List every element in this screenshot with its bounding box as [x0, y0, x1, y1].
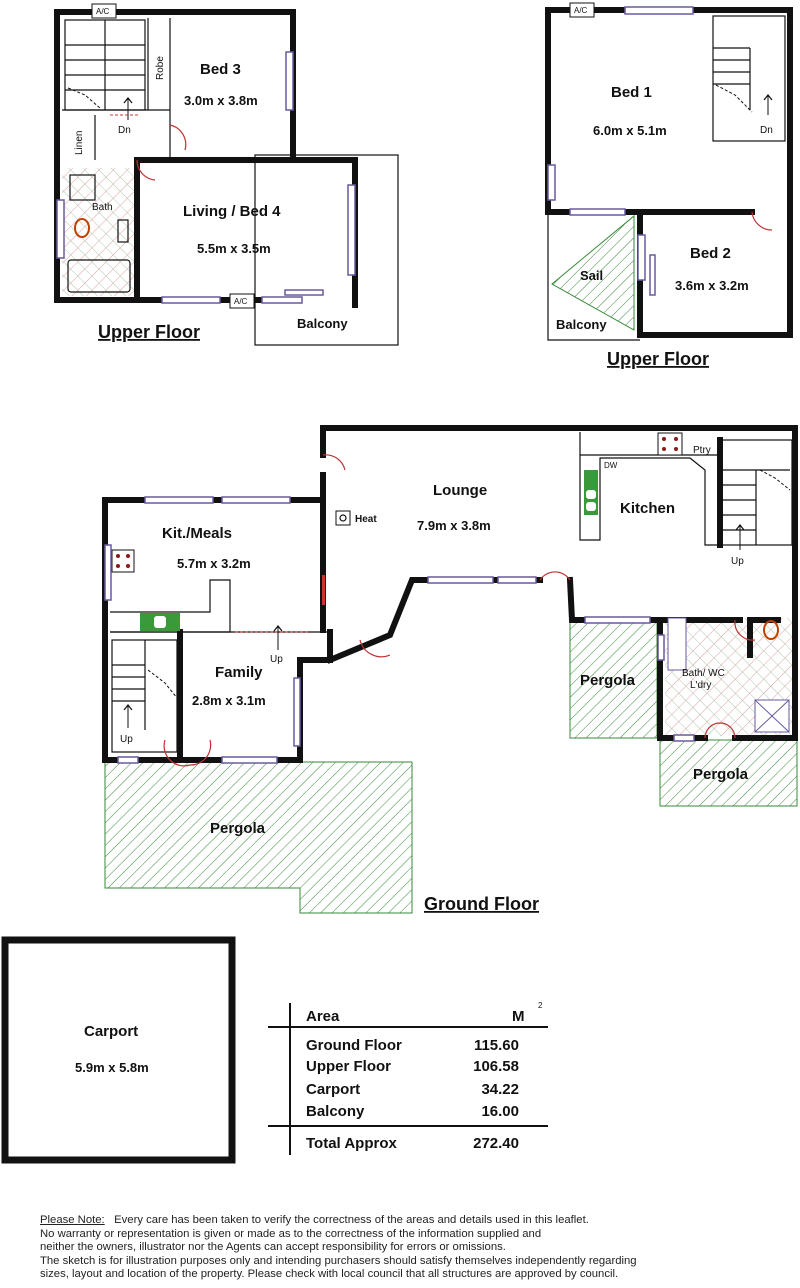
room-label-family: Family: [215, 664, 263, 681]
sail-label: Sail: [580, 268, 603, 283]
pergola-label: Pergola: [693, 766, 749, 783]
bath-tiles: [62, 168, 137, 296]
area-row-value: 34.22: [481, 1081, 519, 1098]
stairs-left: [64, 19, 146, 120]
ground-floor: Lounge 7.9m x 3.8m Kitchen DW Ptry Kit./…: [102, 425, 798, 914]
ac-label: A/C: [234, 297, 248, 306]
room-label-living: Living / Bed 4: [183, 203, 281, 220]
area-row-label: Ground Floor: [306, 1037, 402, 1054]
disclaimer-line: Every care has been taken to verify the …: [114, 1214, 589, 1226]
ground-floor-title: Ground Floor: [424, 894, 539, 914]
pergola-label: Pergola: [210, 820, 266, 837]
sail-shade: [551, 214, 635, 331]
area-row-label: Balcony: [306, 1103, 365, 1120]
room-label-bed2: Bed 2: [690, 245, 731, 262]
disclaimer-line: neither the owners, illustrator nor the …: [40, 1241, 506, 1253]
room-dims-bed2: 3.6m x 3.2m: [675, 278, 749, 293]
area-row-value: 115.60: [474, 1037, 519, 1054]
stairs-lounge: [719, 439, 793, 550]
room-label-bath: Bath: [92, 202, 113, 213]
area-table: Area M 2 Ground Floor 115.60 Upper Floor…: [268, 1001, 548, 1155]
pergola-right-2: [659, 739, 798, 807]
linen-label: Linen: [74, 131, 85, 155]
disclaimer-line: The sketch is for illustration purposes …: [40, 1254, 637, 1267]
room-label-carport: Carport: [84, 1023, 138, 1040]
stairs-up-label: Up: [270, 654, 283, 665]
ac-label: A/C: [96, 7, 110, 16]
unit-superscript: 2: [538, 1001, 543, 1010]
room-dims-lounge: 7.9m x 3.8m: [417, 518, 491, 533]
carport: Carport 5.9m x 5.8m: [1, 936, 236, 1164]
upper-floor-right-title: Upper Floor: [607, 349, 709, 369]
area-row-value: 16.00: [481, 1103, 519, 1120]
room-dims-family: 2.8m x 3.1m: [192, 693, 266, 708]
heater-label: Heat: [355, 514, 377, 525]
disclaimer-heading: Please Note:: [40, 1214, 105, 1226]
stairs-family: [111, 639, 178, 753]
pergola-label: Pergola: [580, 672, 636, 689]
pergola-main: [104, 761, 413, 914]
room-dims-bed3: 3.0m x 3.8m: [184, 93, 258, 108]
disclaimer-line: sizes, layout and location of the proper…: [40, 1268, 619, 1280]
room-dims-bed1: 6.0m x 5.1m: [593, 123, 667, 138]
room-label-lounge: Lounge: [433, 482, 487, 499]
room-label-kitchen: Kitchen: [620, 500, 675, 517]
room-label-bed3: Bed 3: [200, 61, 241, 78]
stairs-right: [712, 15, 786, 142]
room-label-kit-meals: Kit./Meals: [162, 525, 232, 542]
stairs-down-label: Dn: [118, 125, 131, 136]
toilet-icon: [74, 218, 90, 238]
balcony-outline: [254, 154, 399, 346]
stairs-up-label: Up: [731, 556, 744, 567]
area-row-label: Upper Floor: [306, 1058, 391, 1075]
area-total-label: Total Approx: [306, 1135, 397, 1152]
disclaimer: Please Note: Every care has been taken t…: [40, 1214, 637, 1282]
room-label-laundry: L'dry: [690, 680, 711, 691]
area-total-value: 272.40: [473, 1135, 519, 1152]
disclaimer-line: No warranty or representation is given o…: [40, 1227, 542, 1240]
cooktop-icon: [111, 549, 135, 573]
upper-floor-right: A/C Bed 1 6.0m x 5.1m Bed 2 3.6m x 3.2m …: [545, 2, 793, 369]
room-label-bath-wc: Bath/ WC: [682, 668, 725, 679]
pergola-right-1: [569, 619, 658, 739]
robe-label: Robe: [155, 56, 166, 80]
pantry-label: Ptry: [693, 445, 711, 456]
dishwasher-label: DW: [604, 461, 618, 470]
stairs-down-label: Dn: [760, 125, 773, 136]
room-dims-kit-meals: 5.7m x 3.2m: [177, 556, 251, 571]
stairs-up-label: Up: [120, 734, 133, 745]
room-dims-living: 5.5m x 3.5m: [197, 241, 271, 256]
unit-header: M: [512, 1008, 525, 1025]
upper-floor-left: A/C A/C Bed 3 3.0m x 3.8m Living / Bed 4…: [54, 3, 399, 346]
balcony-label: Balcony: [556, 317, 607, 332]
room-label-balcony: Balcony: [297, 316, 348, 331]
kitchen-joinery: [579, 432, 720, 546]
room-dims-carport: 5.9m x 5.8m: [75, 1060, 149, 1075]
upper-floor-left-title: Upper Floor: [98, 322, 200, 342]
area-header: Area: [306, 1008, 340, 1025]
area-row-value: 106.58: [473, 1058, 519, 1075]
toilet-icon: [763, 620, 779, 640]
area-row-label: Carport: [306, 1081, 360, 1098]
heater-icon: [335, 510, 351, 526]
ac-label: A/C: [574, 6, 588, 15]
room-label-bed1: Bed 1: [611, 84, 652, 101]
